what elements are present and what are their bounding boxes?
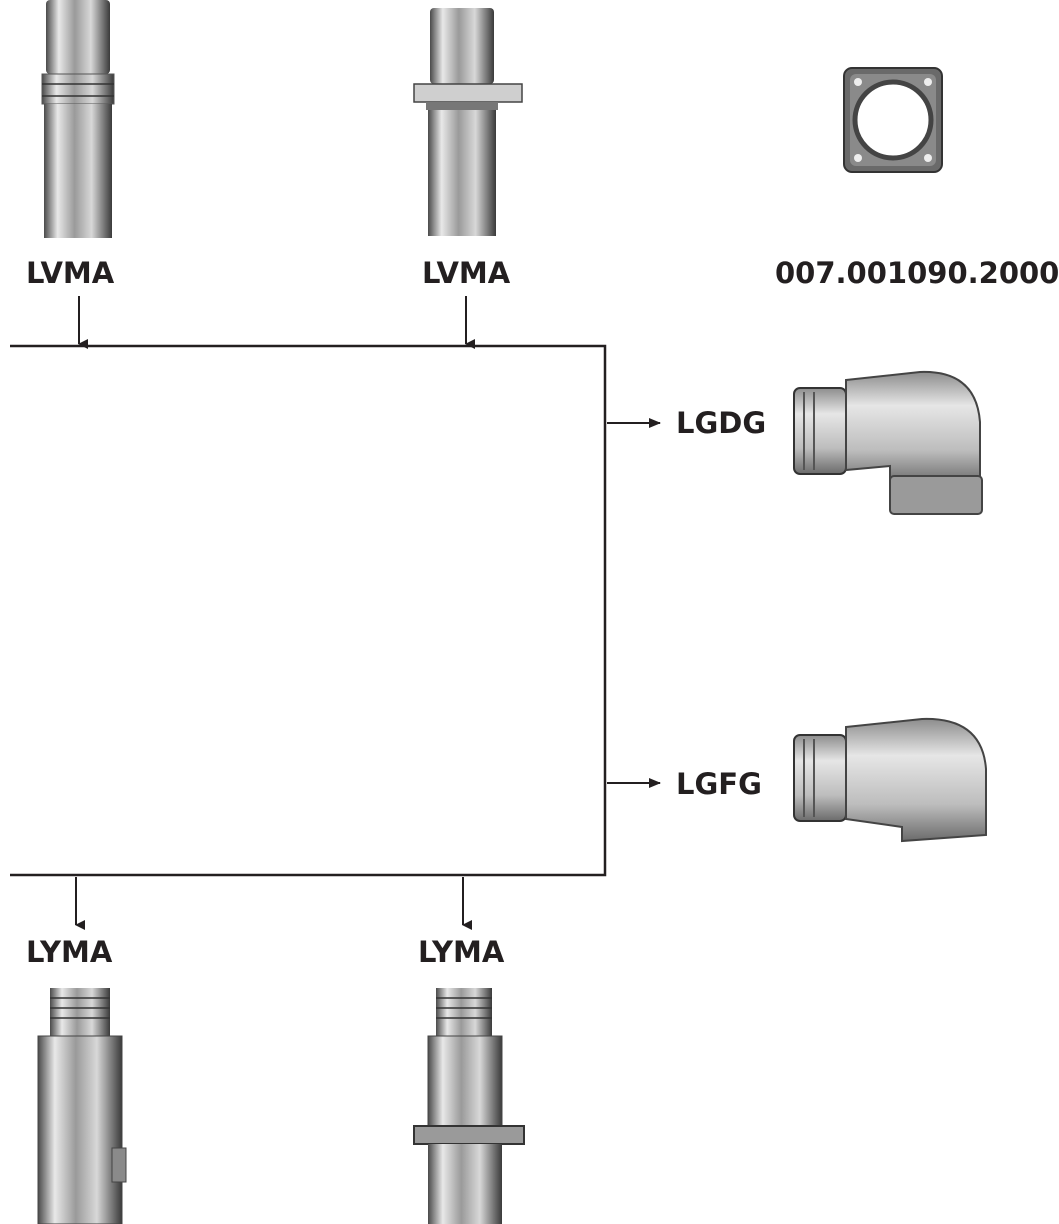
label-lvma-left: LVMA — [26, 256, 115, 290]
connector-photo-bottom-middle — [413, 988, 525, 1224]
box-outline — [10, 344, 607, 877]
elbow-connector-photo-lower — [793, 717, 987, 843]
label-lvma-middle: LVMA — [422, 256, 511, 290]
label-lgdg: LGDG — [676, 406, 767, 440]
connector-photo-top-middle — [413, 8, 523, 236]
connection-diagram — [10, 296, 661, 930]
elbow-connector-photo-upper — [793, 370, 983, 515]
connector-photo-bottom-left — [37, 988, 127, 1224]
label-part-number: 007.001090.2000 — [775, 256, 1059, 290]
gasket-photo — [843, 67, 943, 173]
label-lyma-left: LYMA — [26, 935, 113, 969]
label-lgfg: LGFG — [676, 767, 762, 801]
connector-photo-top-left — [41, 0, 115, 238]
label-lyma-middle: LYMA — [418, 935, 505, 969]
